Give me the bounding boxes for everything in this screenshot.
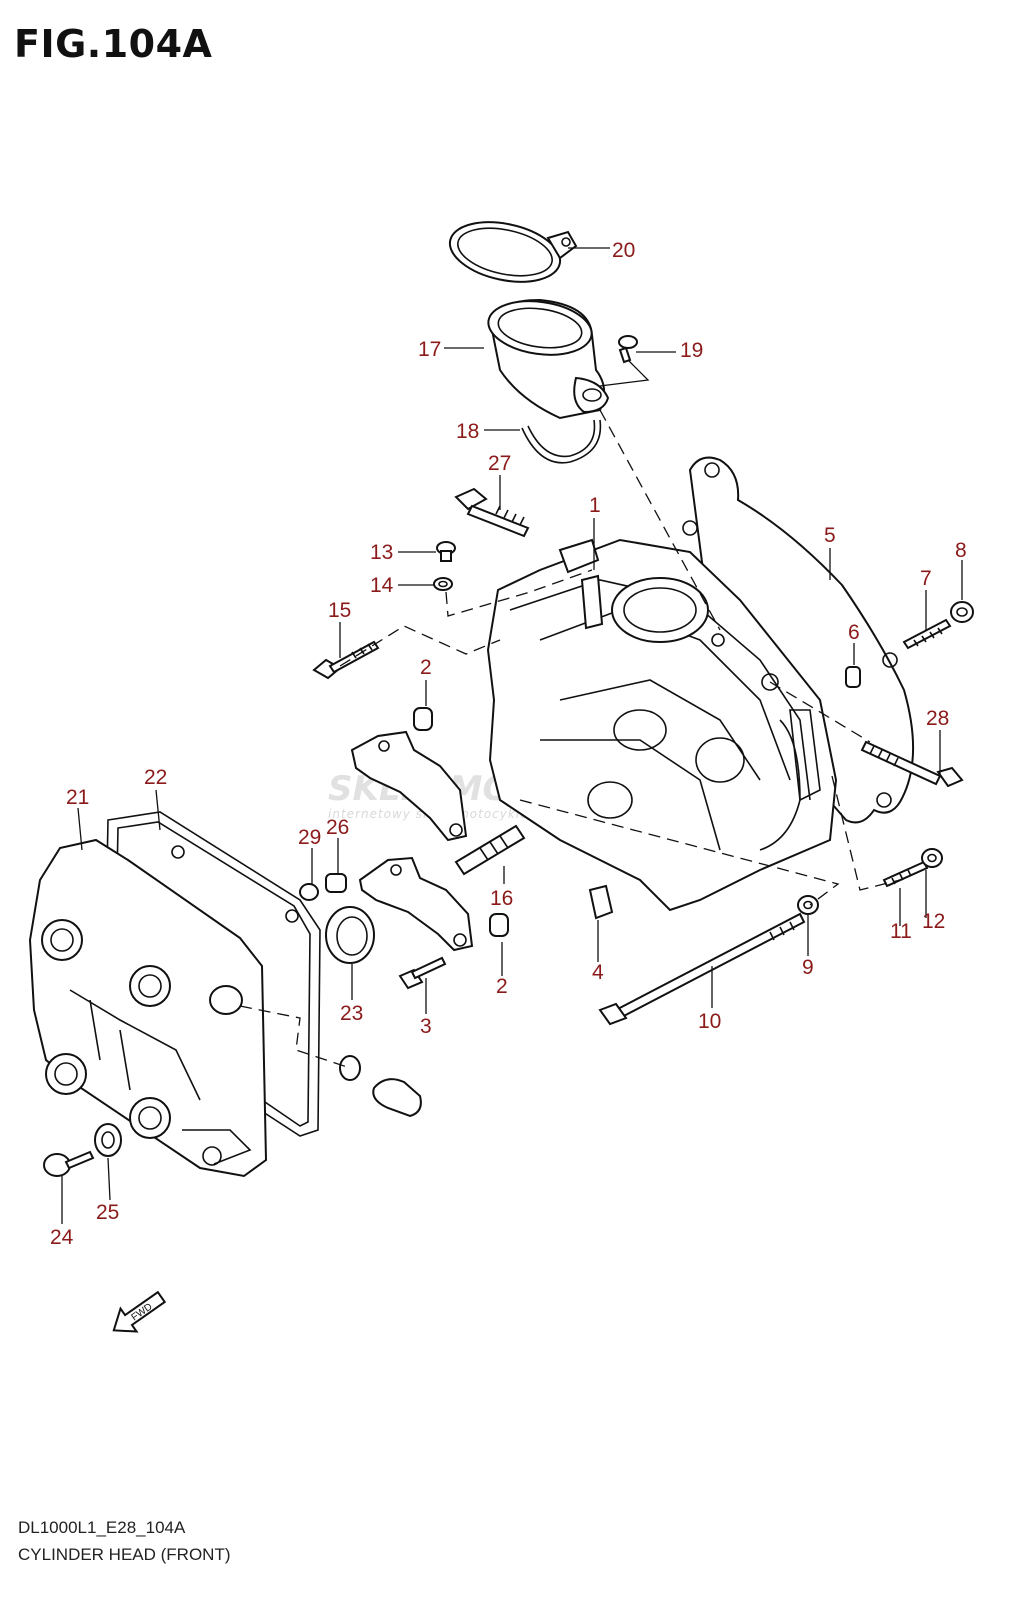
part-23-oil-seal xyxy=(325,906,375,964)
callout-7: 7 xyxy=(920,567,932,590)
callout-12: 12 xyxy=(922,910,945,933)
callout-1: 1 xyxy=(589,494,601,517)
part-25-seal xyxy=(94,1123,122,1157)
part-28-bolt xyxy=(860,740,964,788)
callout-5: 5 xyxy=(824,524,836,547)
part-29-washer xyxy=(299,883,319,901)
callout-4: 4 xyxy=(592,961,604,984)
callout-27: 27 xyxy=(488,452,511,475)
part-9-washer xyxy=(797,895,819,915)
part-24-bolt xyxy=(43,1150,95,1177)
part-13-bolt xyxy=(436,541,456,562)
callout-19: 19 xyxy=(680,339,703,362)
callout-8: 8 xyxy=(955,539,967,562)
callout-15: 15 xyxy=(328,599,351,622)
callout-11: 11 xyxy=(890,920,912,943)
part-4-pin xyxy=(588,884,614,920)
part-14-washer xyxy=(433,577,453,591)
part-7-stud xyxy=(902,618,952,650)
part-8-nut xyxy=(950,601,974,623)
callout-24: 24 xyxy=(50,1226,74,1249)
rocker-bracket-lower xyxy=(358,856,474,952)
part-20-clamp xyxy=(448,221,578,283)
callout-9: 9 xyxy=(802,956,814,979)
callout-25: 25 xyxy=(96,1201,119,1224)
assembly-lines xyxy=(239,409,901,1069)
figure-caption: CYLINDER HEAD (FRONT) xyxy=(18,1545,231,1564)
cylinder-head-block xyxy=(486,538,838,912)
callout-labels: 20 17 19 18 27 1 13 14 15 2 5 8 7 6 28 2… xyxy=(50,239,967,1249)
callout-29: 29 xyxy=(298,826,321,849)
callout-2b: 2 xyxy=(496,975,508,998)
callout-2a: 2 xyxy=(420,656,432,679)
callout-6: 6 xyxy=(848,621,860,644)
part-11-stud xyxy=(882,860,929,888)
callout-13: 13 xyxy=(370,541,393,564)
part-18-o-ring xyxy=(521,419,602,464)
leader-lines xyxy=(61,247,963,1224)
callout-28: 28 xyxy=(926,707,949,730)
callout-14: 14 xyxy=(370,574,394,597)
callout-10: 10 xyxy=(698,1010,721,1033)
part-21-head-cover xyxy=(28,838,268,1178)
callout-22: 22 xyxy=(144,766,167,789)
part-17-intake-pipe xyxy=(487,298,610,420)
callout-23: 23 xyxy=(340,1002,363,1025)
figure-code: DL1000L1_E28_104A xyxy=(18,1518,186,1537)
part-26-bush xyxy=(325,873,347,893)
callout-26: 26 xyxy=(326,816,349,839)
callout-21: 21 xyxy=(66,786,89,809)
part-15-bolt xyxy=(312,640,380,680)
part-10-bolt xyxy=(598,912,806,1026)
figure-title: FIG.104A xyxy=(14,22,213,66)
rocker-bracket-upper xyxy=(350,730,468,842)
part-3-bolt xyxy=(398,956,447,990)
callout-3: 3 xyxy=(420,1015,432,1038)
part-19-screw xyxy=(618,335,638,364)
part-16-spark-plug xyxy=(454,824,526,876)
callout-18: 18 xyxy=(456,420,479,443)
part-6-dowel xyxy=(845,666,861,688)
part-2-bushing-a xyxy=(413,707,433,731)
fwd-arrow-icon: FWD xyxy=(112,1290,167,1333)
callout-16: 16 xyxy=(490,887,513,910)
breather-cap xyxy=(339,1055,422,1118)
part-27-bolt xyxy=(454,487,530,538)
part-12-nut xyxy=(921,848,943,868)
callout-20: 20 xyxy=(612,239,635,262)
part-2-bushing-b xyxy=(489,913,509,937)
callout-17: 17 xyxy=(418,338,441,361)
